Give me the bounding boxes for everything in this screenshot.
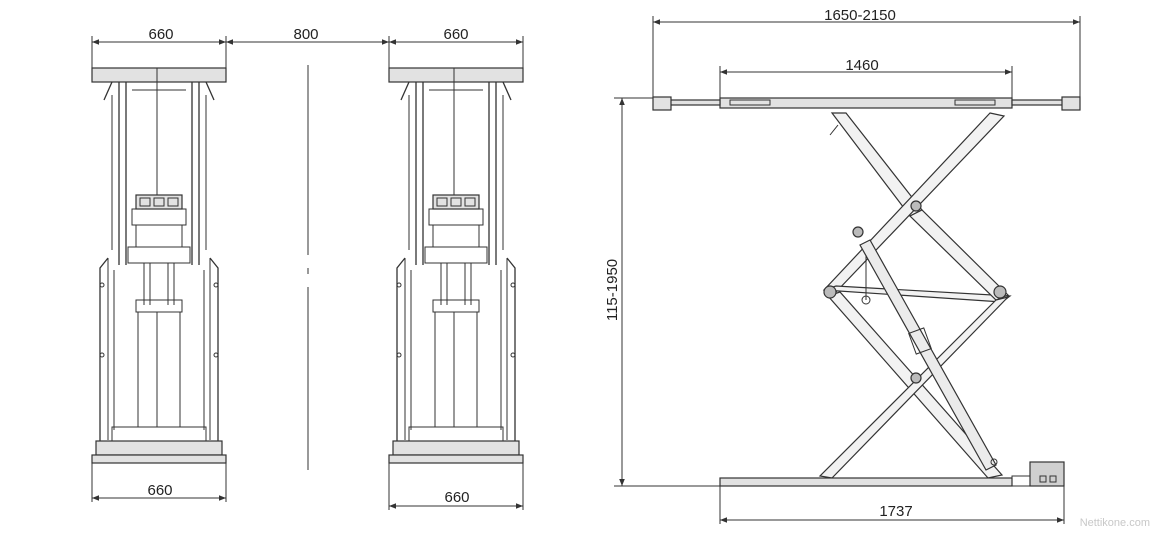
front-bottom-dimension-left	[91, 463, 227, 502]
front-top-dimension	[91, 36, 524, 68]
side-platform-dimension	[719, 66, 1013, 98]
lift-base	[719, 461, 1065, 487]
dim-label-800-gap: 800	[293, 26, 318, 43]
dim-label-660-top-right: 660	[443, 26, 468, 43]
lift-platform	[652, 96, 1081, 111]
dim-label-660-bottom-right: 660	[444, 489, 469, 506]
dim-label-660-top-left: 660	[148, 26, 173, 43]
dim-label-base-length: 1737	[879, 503, 912, 520]
front-bottom-dimension-right	[388, 463, 524, 510]
dim-label-overall-length: 1650-2150	[824, 7, 896, 24]
dim-label-660-bottom-left: 660	[147, 482, 172, 499]
left-column-front-view	[91, 67, 227, 464]
side-base-dimension	[719, 486, 1065, 524]
right-column-front-view	[388, 67, 524, 464]
side-height-dimension	[614, 97, 720, 487]
scissor-arms	[818, 112, 1012, 479]
dim-label-height-range: 115-1950	[604, 259, 621, 321]
dim-label-platform-length: 1460	[845, 57, 878, 74]
side-overall-dimension	[652, 16, 1081, 98]
watermark-text: Nettikone.com	[1080, 517, 1150, 529]
